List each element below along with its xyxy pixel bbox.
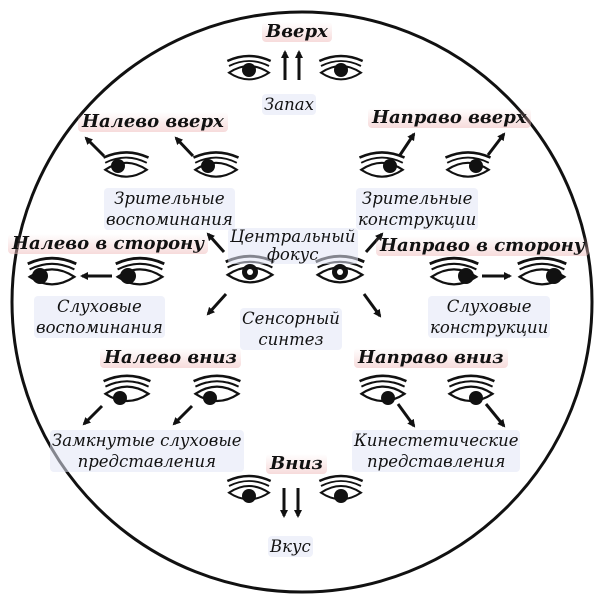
label-auditory-memories: Слуховые воспоминания — [34, 296, 165, 338]
label-closed-auditory-line2: представления — [77, 452, 216, 471]
label-auditory-constructs: Слуховые конструкции — [428, 296, 551, 338]
arrow-center-up-left — [206, 232, 226, 253]
label-kinesthetic: Кинестетические представления — [352, 430, 521, 472]
arrow-upper-left-2 — [174, 136, 195, 158]
eye-up-left — [226, 54, 272, 81]
eye-down-left-2 — [192, 374, 242, 405]
direction-down-right: Направо вниз — [354, 348, 508, 368]
direction-up: Вверх — [262, 22, 332, 42]
eye-bottom-left — [226, 474, 272, 503]
direction-side-left: Налево в сторону — [8, 234, 208, 254]
eye-side-right-2 — [516, 256, 568, 286]
label-sensory-synthesis-line1: Сенсорный — [242, 309, 340, 328]
eye-side-left-1 — [26, 256, 78, 286]
label-visual-memories: Зрительные воспоминания — [104, 188, 235, 230]
label-kinesthetic-line1: Кинестетические — [354, 431, 519, 450]
eye-upper-right-2 — [444, 151, 492, 179]
eye-center-right — [314, 254, 366, 284]
arrow-down-right-1 — [396, 403, 416, 428]
arrow-down-right-2 — [484, 403, 506, 428]
eye-side-left-2 — [114, 256, 166, 286]
direction-up-right: Направо вверх — [368, 108, 531, 128]
eye-up-right — [318, 54, 364, 81]
direction-up-left: Налево вверх — [78, 112, 228, 132]
label-closed-auditory-line1: Замкнутые слуховые — [52, 431, 242, 450]
label-sensory-synthesis: Сенсорный синтез — [240, 308, 342, 350]
arrow-upper-left-1 — [84, 136, 106, 158]
arrow-upper-right-1 — [398, 132, 416, 156]
eye-upper-left-1 — [102, 151, 150, 179]
label-auditory-memories-line2: воспоминания — [36, 318, 163, 337]
label-taste: Вкус — [268, 536, 313, 557]
label-visual-memories-line1: Зрительные — [114, 189, 225, 208]
direction-down: Вниз — [266, 454, 327, 474]
label-sensory-synthesis-line2: синтез — [258, 330, 324, 349]
arrow-upper-right-2 — [486, 132, 506, 156]
eye-side-right-1 — [428, 256, 480, 286]
arrow-center-down-right — [362, 293, 382, 318]
arrow-center-down-left — [206, 292, 228, 316]
label-kinesthetic-line2: представления — [367, 452, 506, 471]
eye-upper-right-1 — [358, 151, 406, 179]
eye-bottom-right — [318, 474, 364, 503]
label-auditory-memories-line1: Слуховые — [57, 297, 142, 316]
label-visual-constructs: Зрительные конструкции — [356, 188, 479, 230]
eye-upper-left-2 — [192, 151, 240, 179]
label-visual-constructs-line2: конструкции — [358, 210, 477, 229]
label-smell: Запах — [262, 94, 316, 115]
label-auditory-constructs-line2: конструкции — [430, 318, 549, 337]
eye-down-right-2 — [446, 374, 496, 405]
label-central-focus: Центральный фокус — [228, 228, 358, 264]
direction-down-left: Налево вниз — [100, 348, 241, 368]
arrow-down-left-2 — [172, 404, 194, 426]
eye-down-right-1 — [358, 374, 408, 405]
arrow-down-left-1 — [82, 404, 104, 426]
direction-side-right: Направо в сторону — [376, 236, 589, 256]
label-visual-constructs-line1: Зрительные — [361, 189, 473, 208]
eye-down-left-1 — [102, 374, 152, 405]
label-closed-auditory: Замкнутые слуховые представления — [50, 430, 244, 472]
label-visual-memories-line2: воспоминания — [106, 210, 233, 229]
label-central-focus-line1: Центральный — [230, 227, 356, 246]
label-auditory-constructs-line1: Слуховые — [446, 297, 532, 316]
eye-center-left — [224, 254, 276, 284]
label-central-focus-line2: фокус — [266, 245, 319, 264]
